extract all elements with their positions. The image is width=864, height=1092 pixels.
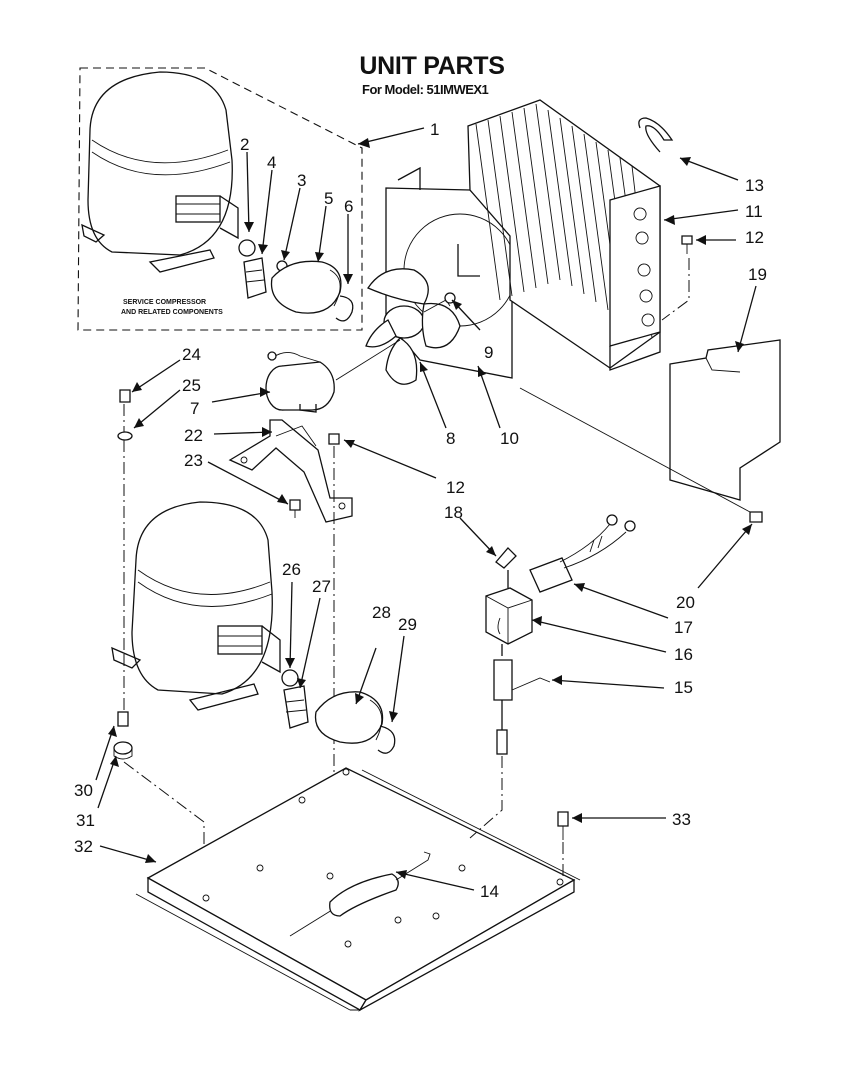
condenser-baffle [669,339,781,501]
screw-upper-right [681,235,693,254]
callout-17: 17 [674,618,693,637]
screw-middle [328,433,340,445]
callout-31: 31 [76,811,95,830]
tube-clip [638,117,674,153]
callout-14: 14 [480,882,499,901]
callout-32: 32 [74,837,93,856]
baffle-screw [749,511,763,523]
leader-arrowheads [108,138,752,879]
compressor [111,501,281,711]
callout-13: 13 [745,176,764,195]
callout-18: 18 [444,503,463,522]
service-note-line-2: AND RELATED COMPONENTS [121,309,223,316]
mount-bolt [117,389,133,441]
callout-8: 8 [446,429,455,448]
grommet-spacer [113,711,133,760]
solenoid-valve-assembly [485,547,551,755]
filter-drier [289,851,431,937]
upper-relay-overload-capacitor [238,239,354,322]
motor-bracket [228,419,353,523]
page-title: UNIT PARTS [359,52,505,80]
callout-11: 11 [745,202,763,221]
fan-blade [365,268,461,385]
fan-motor [265,339,401,413]
base-screw [557,811,569,840]
callout-26: 26 [282,560,301,579]
callout-4: 4 [267,153,276,172]
callout-24: 24 [182,345,201,364]
callout-29: 29 [398,615,417,634]
callout-20: 20 [676,593,695,612]
callout-25: 25 [182,376,201,395]
callout-16: 16 [674,645,693,664]
callout-2: 2 [240,135,249,154]
callout-1: 1 [430,120,439,139]
callout-10: 10 [500,429,519,448]
callout-19: 19 [748,265,767,284]
model-subtitle: For Model: 51IMWEX1 [362,82,489,97]
wire-harness [529,514,636,593]
callout-labels: 1 2 4 3 5 6 9 8 10 7 24 25 22 23 12 13 1… [74,120,767,901]
service-compressor-boundary [77,67,363,331]
service-note-line-1: SERVICE COMPRESSOR [123,299,206,306]
callout-28: 28 [372,603,391,622]
callout-33: 33 [672,810,691,829]
callout-15: 15 [674,678,693,697]
callout-7: 7 [190,399,199,418]
callout-12-upper: 12 [745,228,764,247]
service-compressor [81,71,239,273]
relay-overload-capacitor [281,669,396,754]
callout-30: 30 [74,781,93,800]
callout-6: 6 [344,197,353,216]
callout-23: 23 [184,451,203,470]
callout-12-middle: 12 [446,478,465,497]
bracket-screw [289,499,301,518]
callout-27: 27 [312,577,331,596]
callout-5: 5 [324,189,333,208]
condenser [467,99,661,371]
callout-9: 9 [484,343,493,362]
callout-22: 22 [184,426,203,445]
callout-3: 3 [297,171,306,190]
